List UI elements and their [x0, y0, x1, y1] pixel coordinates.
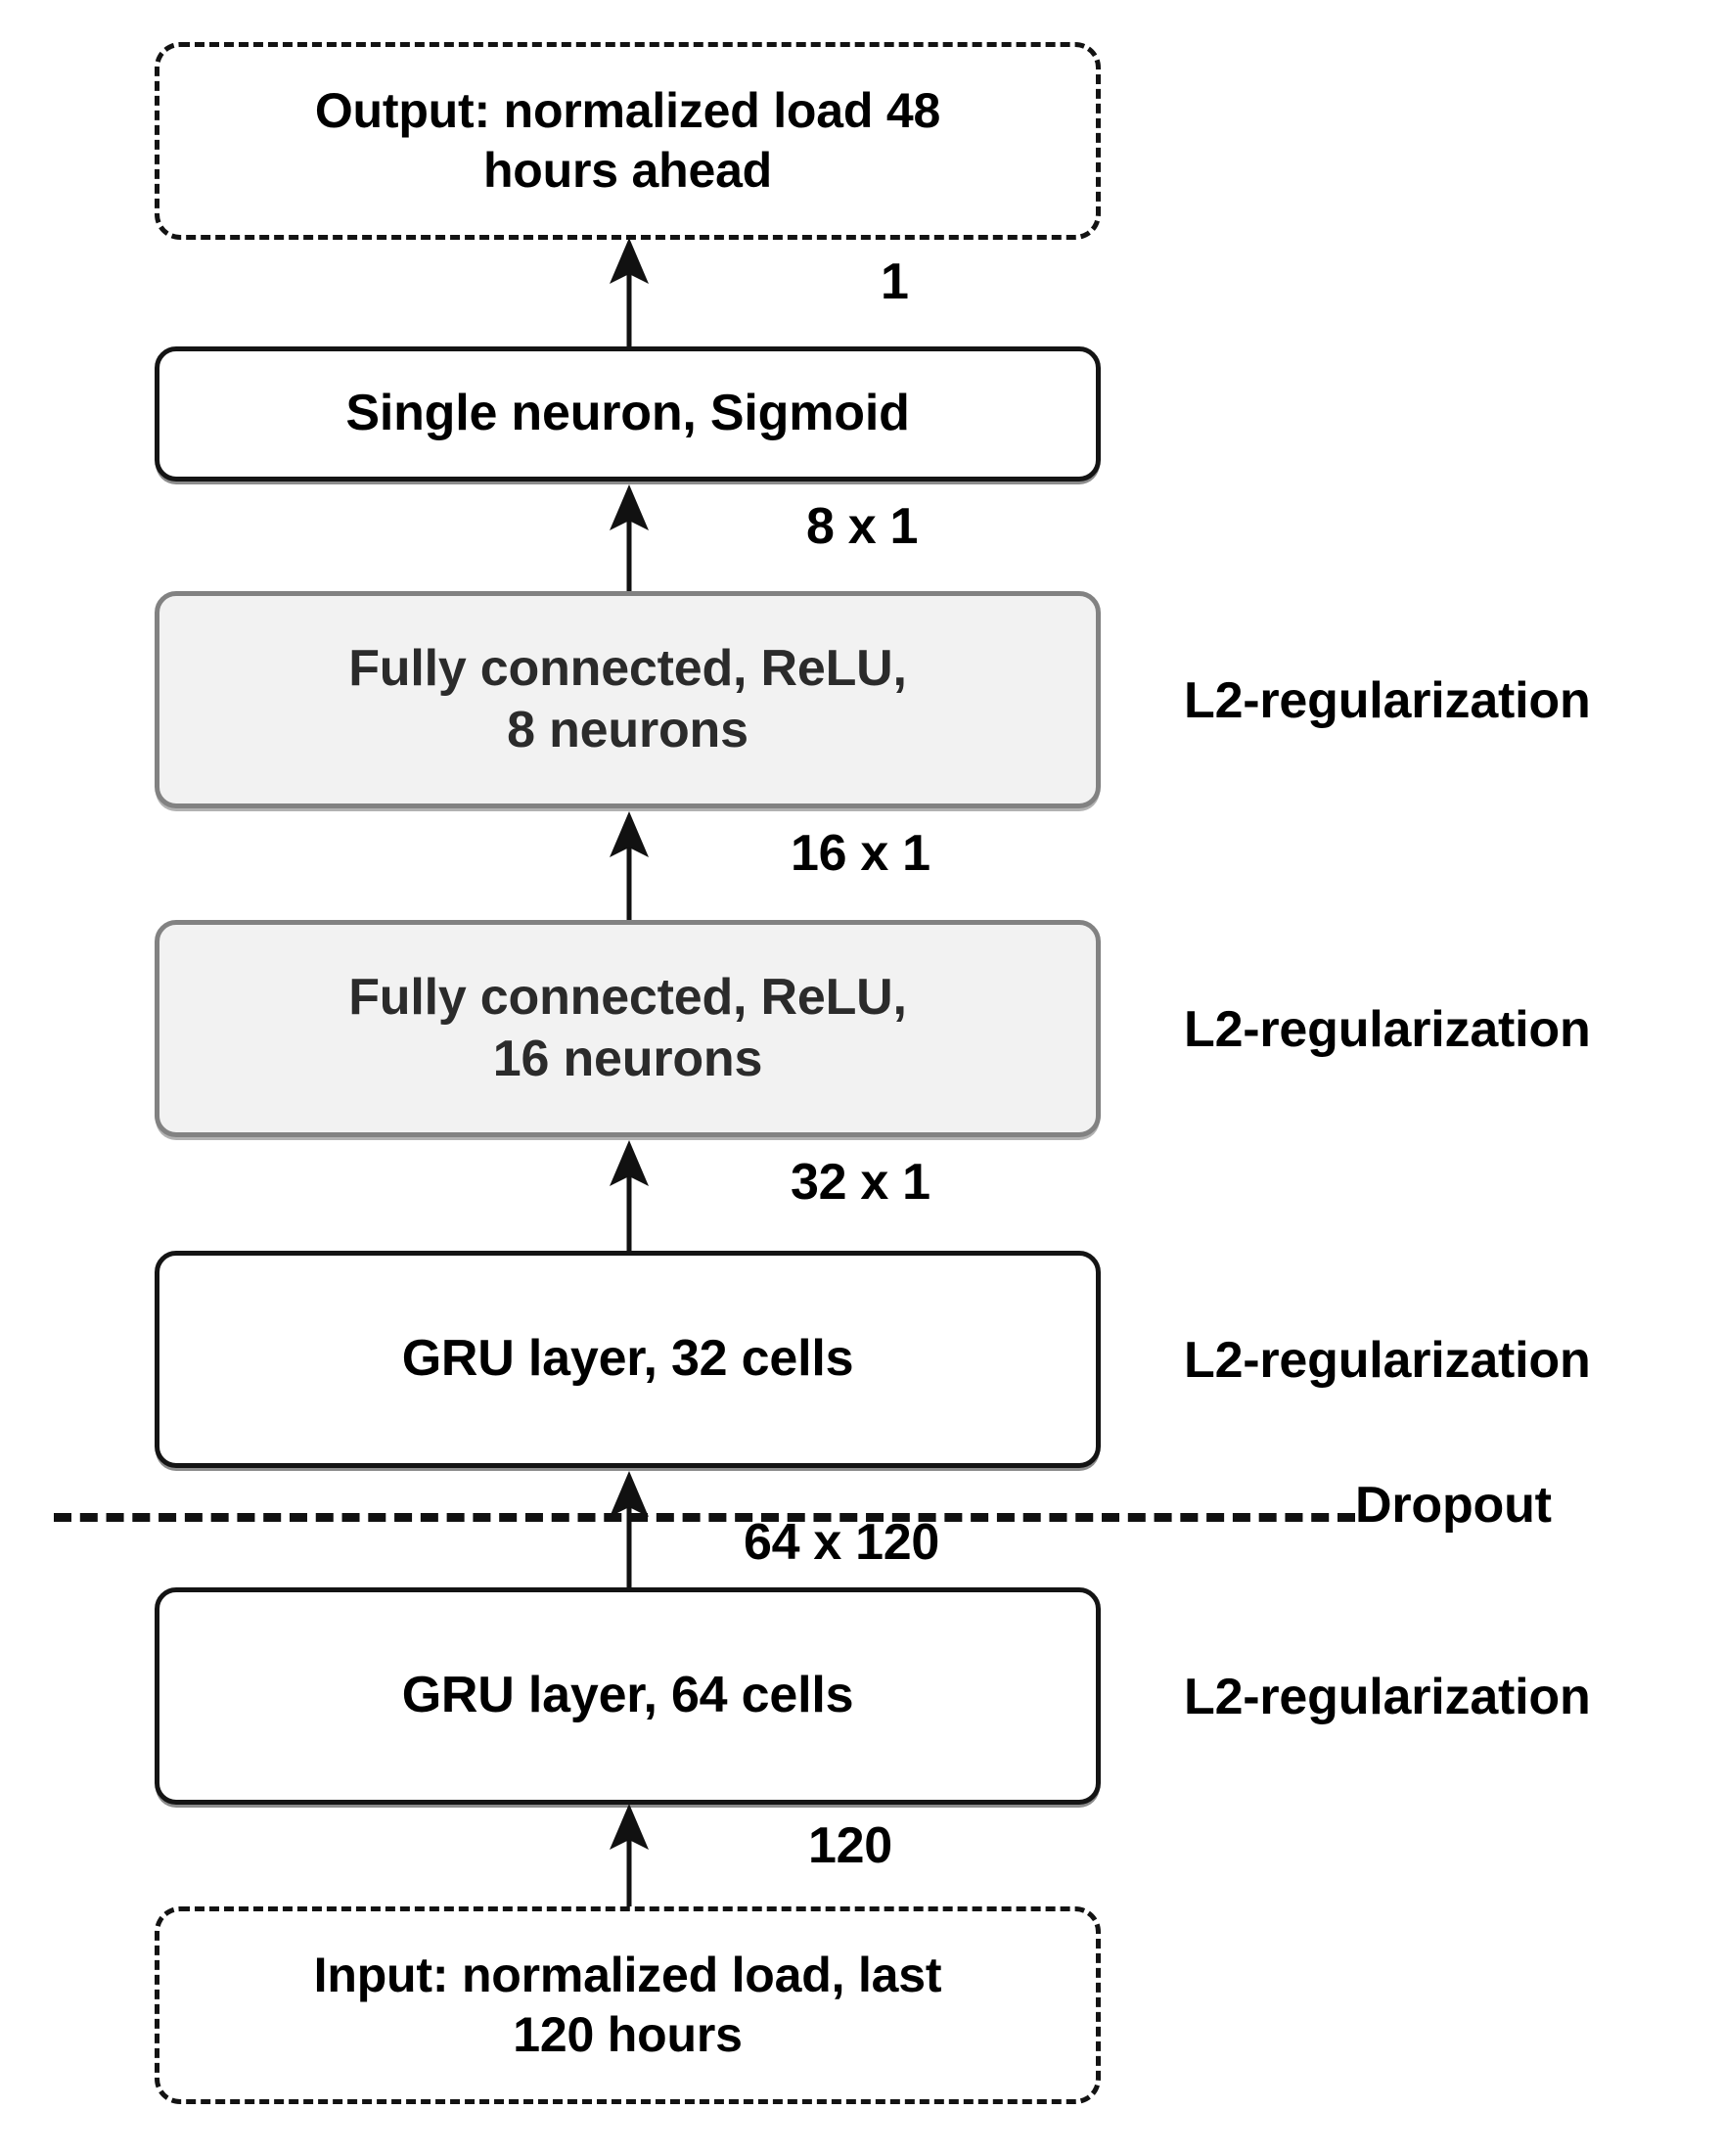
node-fc8-line-2: 8 neurons — [507, 702, 748, 758]
node-input-line-1: Input: normalized load, last — [313, 1948, 942, 2002]
node-output: Output: normalized load 48 hours ahead — [155, 42, 1101, 240]
node-gru64-label: GRU layer, 64 cells — [401, 1667, 854, 1724]
node-input-line-2: 120 hours — [513, 2007, 743, 2062]
node-output-line-2: hours ahead — [482, 143, 773, 198]
node-input: Input: normalized load, last 120 hours — [155, 1906, 1101, 2104]
node-fc16-line-2: 16 neurons — [492, 1031, 763, 1087]
arrow-fc8-to-dense — [610, 484, 649, 597]
edge-label-gru32: 64 x 120 — [744, 1514, 940, 1571]
node-gru-32: GRU layer, 32 cells — [155, 1251, 1101, 1468]
edge-label-dense: 8 x 1 — [806, 498, 919, 555]
edge-label-gru64: 120 — [808, 1817, 892, 1874]
edge-label-fc8: 16 x 1 — [791, 825, 930, 882]
side-label-fc8-l2: L2-regularization — [1184, 672, 1591, 729]
node-single-neuron-sigmoid: Single neuron, Sigmoid — [155, 346, 1101, 482]
arrow-fc16-to-fc8 — [610, 811, 649, 924]
arrow-dense-to-output — [610, 238, 649, 350]
node-fully-connected-16: Fully connected, ReLU, 16 neurons — [155, 920, 1101, 1137]
node-gru-64: GRU layer, 64 cells — [155, 1587, 1101, 1805]
side-label-gru64-l2: L2-regularization — [1184, 1669, 1591, 1725]
node-single-neuron-label: Single neuron, Sigmoid — [345, 385, 910, 442]
dropout-divider — [54, 1513, 1355, 1522]
side-label-gru32-l2: L2-regularization — [1184, 1332, 1591, 1389]
arrow-gru32-to-fc16 — [610, 1140, 649, 1253]
node-fc8-line-1: Fully connected, ReLU, — [348, 639, 907, 697]
arrow-input-to-gru64 — [610, 1804, 649, 1916]
edge-label-output: 1 — [881, 253, 909, 310]
edge-label-fc16: 32 x 1 — [791, 1154, 930, 1211]
node-fc16-line-1: Fully connected, ReLU, — [348, 968, 907, 1026]
node-gru32-label: GRU layer, 32 cells — [401, 1330, 854, 1388]
node-output-line-1: Output: normalized load 48 — [314, 83, 941, 138]
arrow-gru64-to-gru32 — [610, 1471, 649, 1587]
side-label-dropout: Dropout — [1355, 1477, 1552, 1534]
side-label-fc16-l2: L2-regularization — [1184, 1001, 1591, 1058]
node-fully-connected-8: Fully connected, ReLU, 8 neurons — [155, 591, 1101, 808]
